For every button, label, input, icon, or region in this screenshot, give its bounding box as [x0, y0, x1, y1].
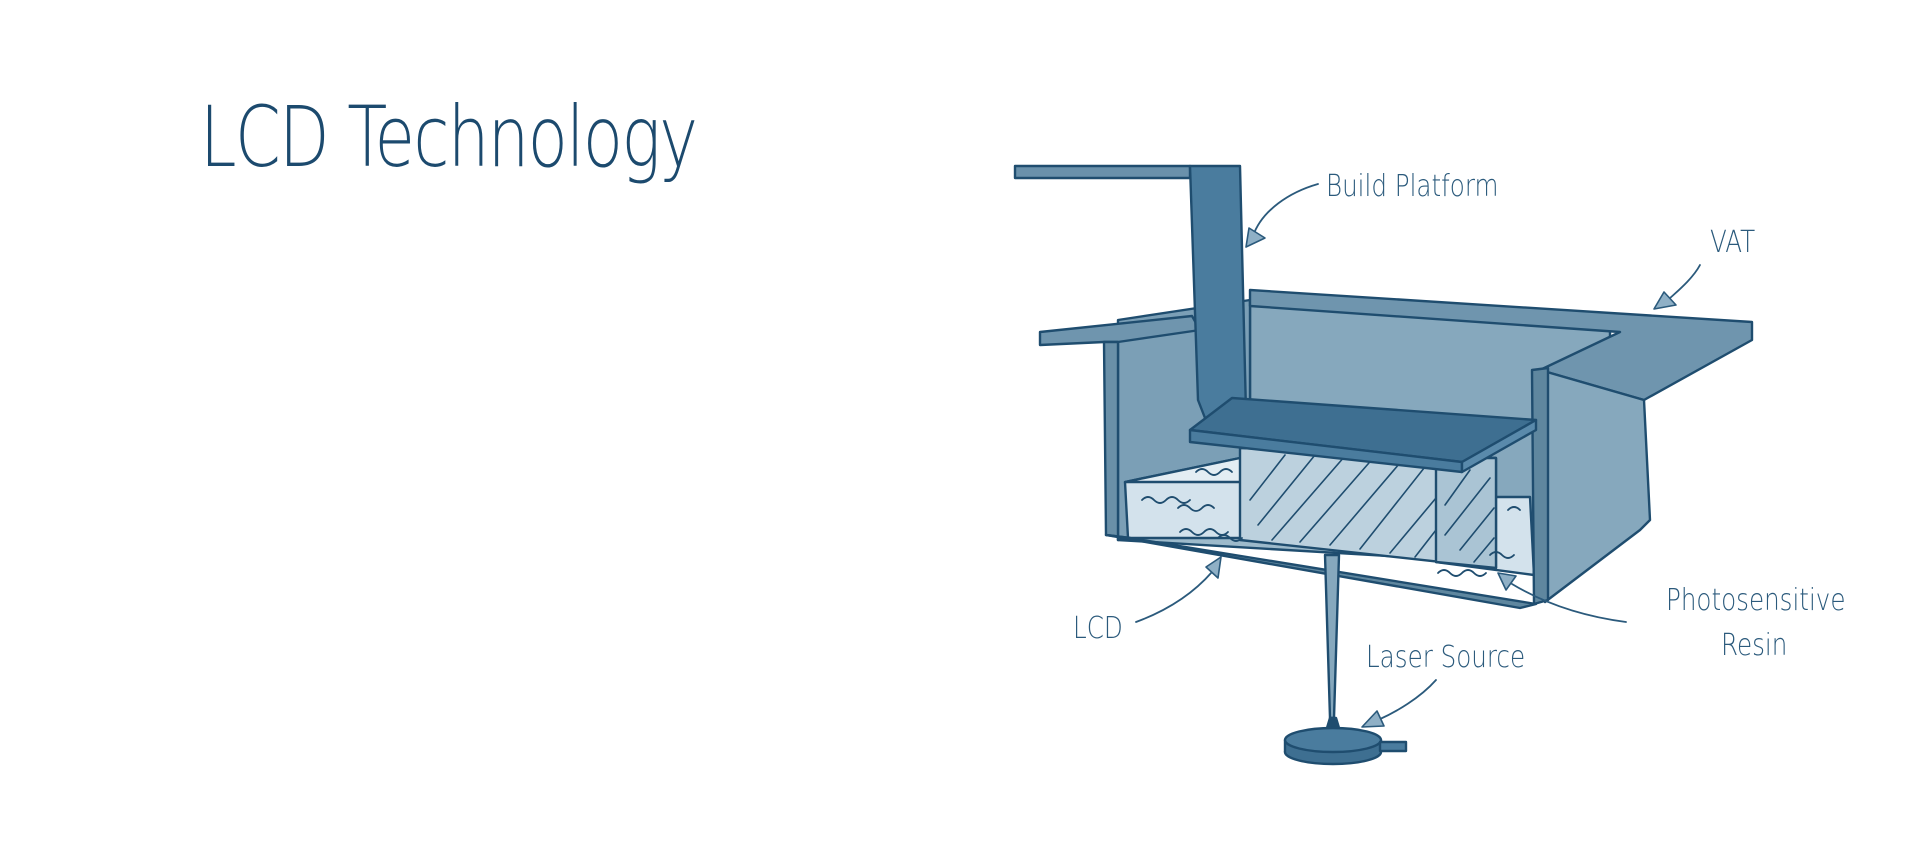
vat-bottom-edge — [1104, 533, 1538, 610]
vat-right-front-edge — [1530, 366, 1550, 606]
platform-arm-vertical — [1188, 164, 1248, 420]
laser-beam — [1323, 553, 1341, 720]
label-lcd: LCD — [1073, 612, 1123, 646]
build-platform — [1013, 164, 1538, 474]
arrow-icon — [1245, 227, 1266, 248]
arrow-icon — [1361, 710, 1385, 728]
label-build-platform: Build Platform — [1326, 170, 1498, 204]
platform-arm-horizontal — [1013, 164, 1192, 180]
page-title: LCD Technology — [200, 88, 698, 186]
callout-build-platform — [1245, 183, 1319, 248]
label-vat: VAT — [1710, 226, 1755, 260]
arrow-icon — [1653, 291, 1677, 310]
vat-outer-right-wall — [1538, 368, 1652, 604]
platform-plate-side — [1460, 418, 1538, 474]
label-resin-line2: Resin — [1721, 629, 1787, 663]
resin-waves — [1141, 468, 1521, 577]
callout-lcd — [1135, 556, 1222, 623]
laser-connector — [1378, 740, 1408, 753]
label-laser-source: Laser Source — [1366, 641, 1525, 675]
arrow-icon — [1497, 572, 1517, 591]
callout-laser-source — [1361, 679, 1437, 728]
callout-vat — [1653, 264, 1701, 310]
callout-resin — [1497, 572, 1627, 623]
arrow-icon — [1205, 556, 1222, 579]
laser-base-top — [1283, 726, 1383, 754]
label-resin-line1: Photosensitive — [1666, 584, 1845, 618]
cured-part-hatching — [1249, 454, 1495, 563]
laser-source — [1283, 553, 1408, 766]
